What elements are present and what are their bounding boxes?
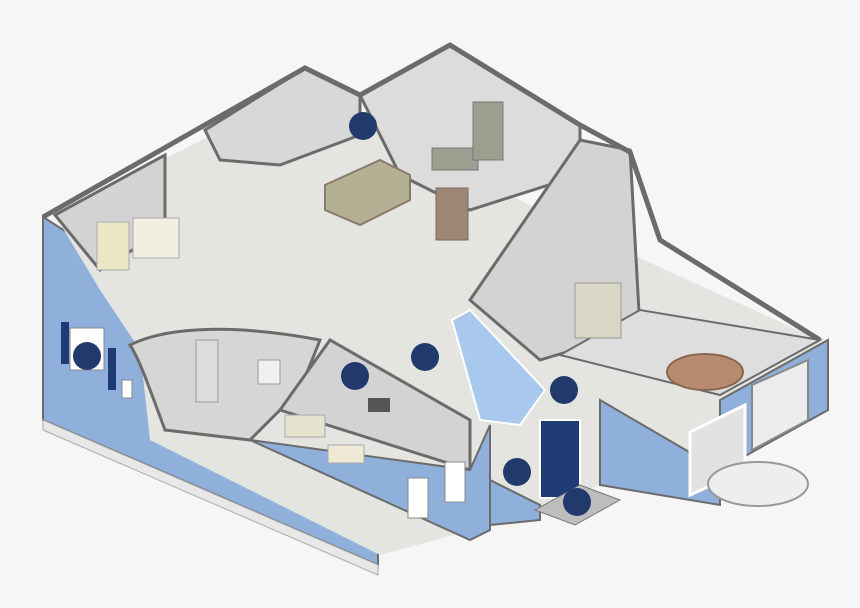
driveway-car <box>707 461 809 507</box>
coffee-table <box>327 444 365 464</box>
hotspot-entry-door[interactable] <box>563 488 591 516</box>
living-room-front-siding <box>249 424 491 542</box>
chest-of-drawers <box>435 187 469 241</box>
left-foundation <box>42 419 379 576</box>
sofa <box>284 414 326 438</box>
right-shutter <box>108 348 116 390</box>
washer-dryer <box>574 282 622 339</box>
garage-car <box>666 353 744 391</box>
bookshelf <box>472 101 504 161</box>
dresser <box>96 221 130 271</box>
front-door[interactable] <box>539 419 581 499</box>
staircase[interactable] <box>450 308 547 427</box>
left-shutter <box>61 322 69 364</box>
hotspot-living-room[interactable] <box>341 362 369 390</box>
tv <box>368 398 390 412</box>
front-window <box>407 477 429 519</box>
stove <box>257 359 281 385</box>
foyer-siding <box>489 478 541 527</box>
garage-door[interactable] <box>751 358 809 452</box>
hotspot-stairs[interactable] <box>550 376 578 404</box>
outer-wall-outline <box>41 42 822 343</box>
refrigerator <box>195 339 219 403</box>
bed <box>324 158 411 227</box>
hotspot-bedroom[interactable] <box>349 112 377 140</box>
kitchen-cutaway <box>127 327 323 442</box>
desk <box>431 147 479 171</box>
hotspot-foyer[interactable] <box>503 458 531 486</box>
hotspot-exterior-window[interactable] <box>73 342 101 370</box>
front-window-2 <box>444 461 466 503</box>
crib <box>132 217 180 259</box>
meter-box <box>121 379 133 399</box>
hotspot-hallway[interactable] <box>411 343 439 371</box>
